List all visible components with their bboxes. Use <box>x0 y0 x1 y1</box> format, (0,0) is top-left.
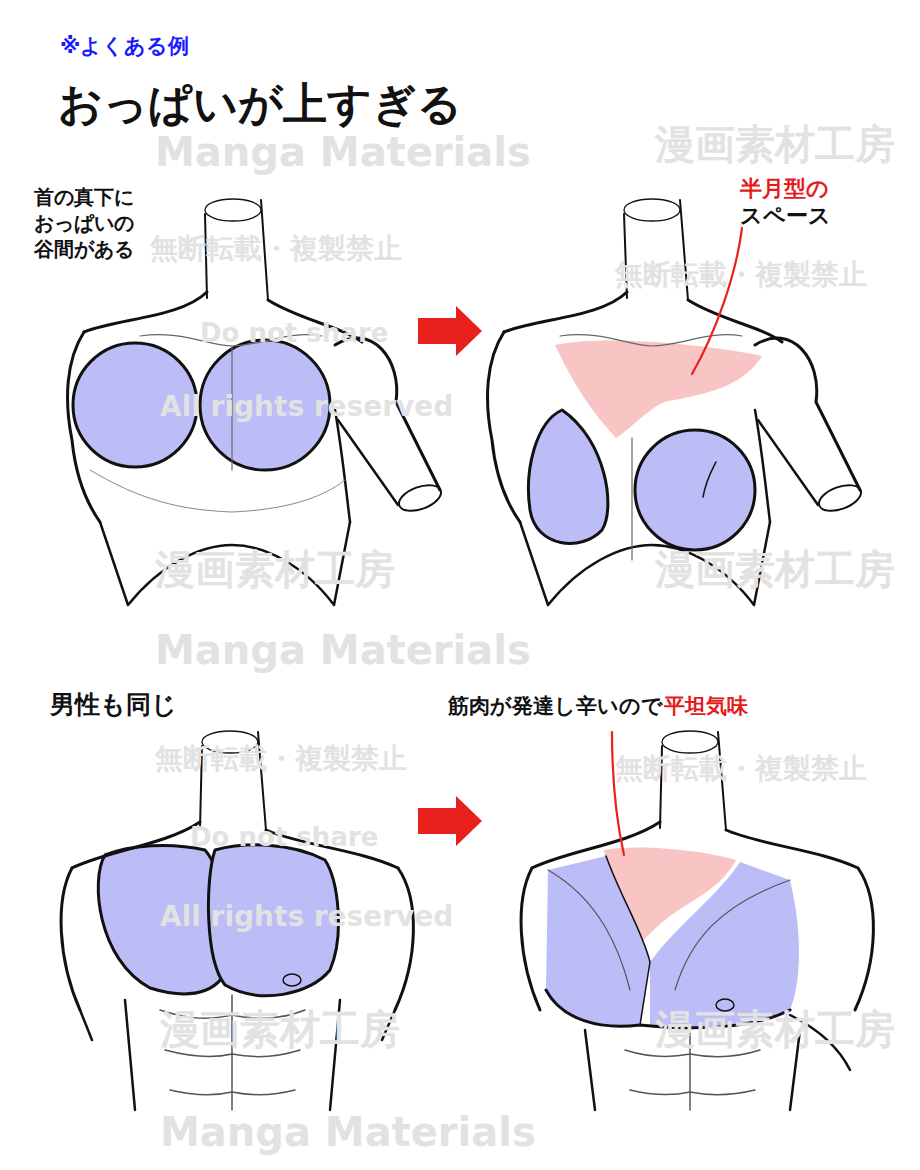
watermark: 漫画素材工房 <box>655 120 895 168</box>
watermark: 漫画素材工房 <box>655 1005 895 1053</box>
annotation: スペース <box>740 203 831 229</box>
watermark: All rights reserved <box>160 900 453 934</box>
watermark: 無断転載・複製禁止 <box>155 742 407 776</box>
section-label: 男性も同じ <box>50 690 177 720</box>
watermark: 漫画素材工房 <box>655 545 895 593</box>
annotation: 平坦気味 <box>664 694 748 719</box>
watermark: Manga Materials <box>155 128 531 176</box>
page-title: おっぱいが上すぎる <box>58 78 462 131</box>
watermark: All rights reserved <box>160 390 453 424</box>
watermark: 無断転載・複製禁止 <box>150 232 402 266</box>
annotation: 筋肉が発達し辛いので <box>448 694 663 719</box>
watermark: Do not share <box>200 318 388 349</box>
annotation: 首の真下に おっぱいの 谷間がある <box>34 184 152 262</box>
watermark: 漫画素材工房 <box>155 545 395 593</box>
red-arrow <box>418 306 482 356</box>
torso-figure-4 <box>521 731 873 1110</box>
watermark: Manga Materials <box>160 1108 536 1156</box>
red-arrow <box>418 796 482 846</box>
annotation: 半月型の <box>740 176 829 202</box>
note-label: ※よくある例 <box>60 34 189 59</box>
watermark: 無断転載・複製禁止 <box>615 258 867 292</box>
watermark: Do not share <box>190 822 378 853</box>
watermark: 無断転載・複製禁止 <box>615 752 867 786</box>
watermark: 漫画素材工房 <box>160 1005 400 1053</box>
watermark: Manga Materials <box>155 626 531 674</box>
